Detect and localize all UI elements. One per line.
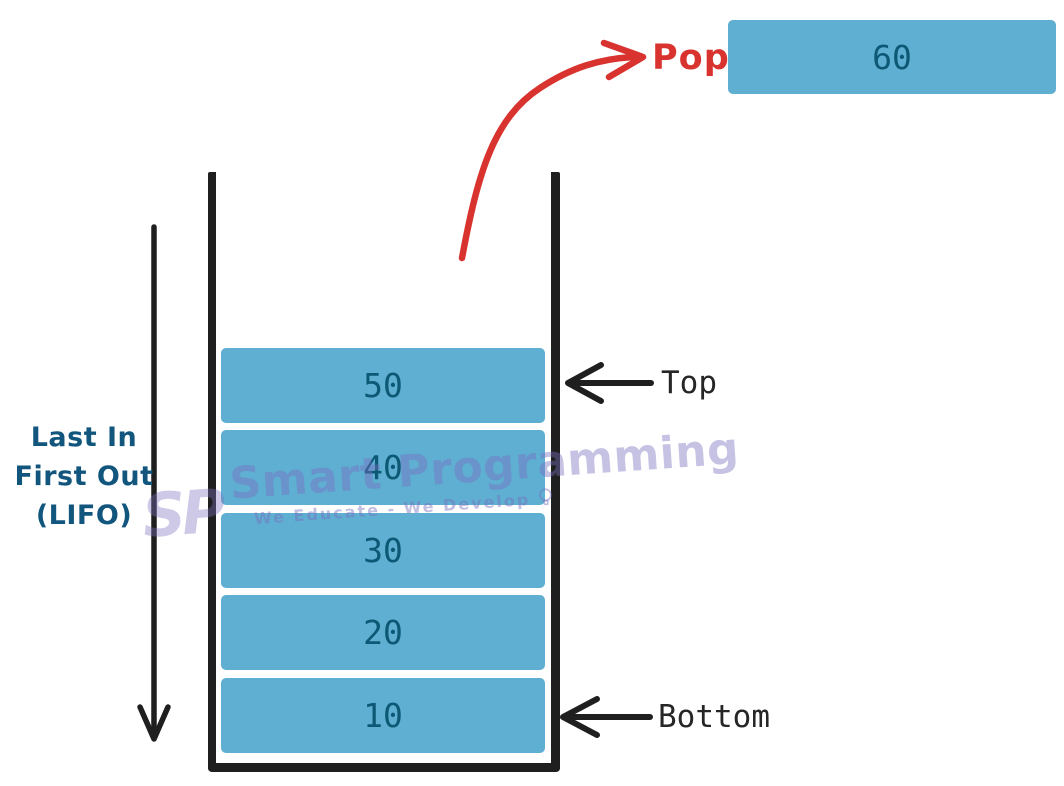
lifo-label-line3: (LIFO) [35, 500, 133, 531]
stack-item-value: 50 [363, 366, 403, 405]
top-pointer-arrow [565, 362, 654, 404]
popped-item-value: 60 [872, 37, 912, 77]
stack-item-value: 10 [363, 696, 403, 735]
popped-item: 60 [728, 20, 1056, 94]
stack-item-value: 20 [363, 613, 403, 652]
stack-item: 20 [221, 595, 545, 670]
top-pointer-label: Top [661, 365, 717, 401]
stack-item: 50 [221, 348, 545, 423]
stack-item-value: 30 [363, 531, 403, 570]
bottom-pointer-arrow [560, 696, 653, 738]
lifo-label-line2: First Out [14, 461, 154, 492]
stack-item: 40 [221, 430, 545, 505]
pop-label: Pop [652, 38, 730, 78]
stack-item-value: 40 [363, 448, 403, 487]
lifo-label: Last In First Out (LIFO) [6, 418, 162, 535]
lifo-label-line1: Last In [30, 422, 138, 453]
stack-item: 30 [221, 513, 545, 588]
stack-item: 10 [221, 678, 545, 753]
stack-container [208, 172, 560, 772]
bottom-pointer-label: Bottom [658, 699, 770, 735]
